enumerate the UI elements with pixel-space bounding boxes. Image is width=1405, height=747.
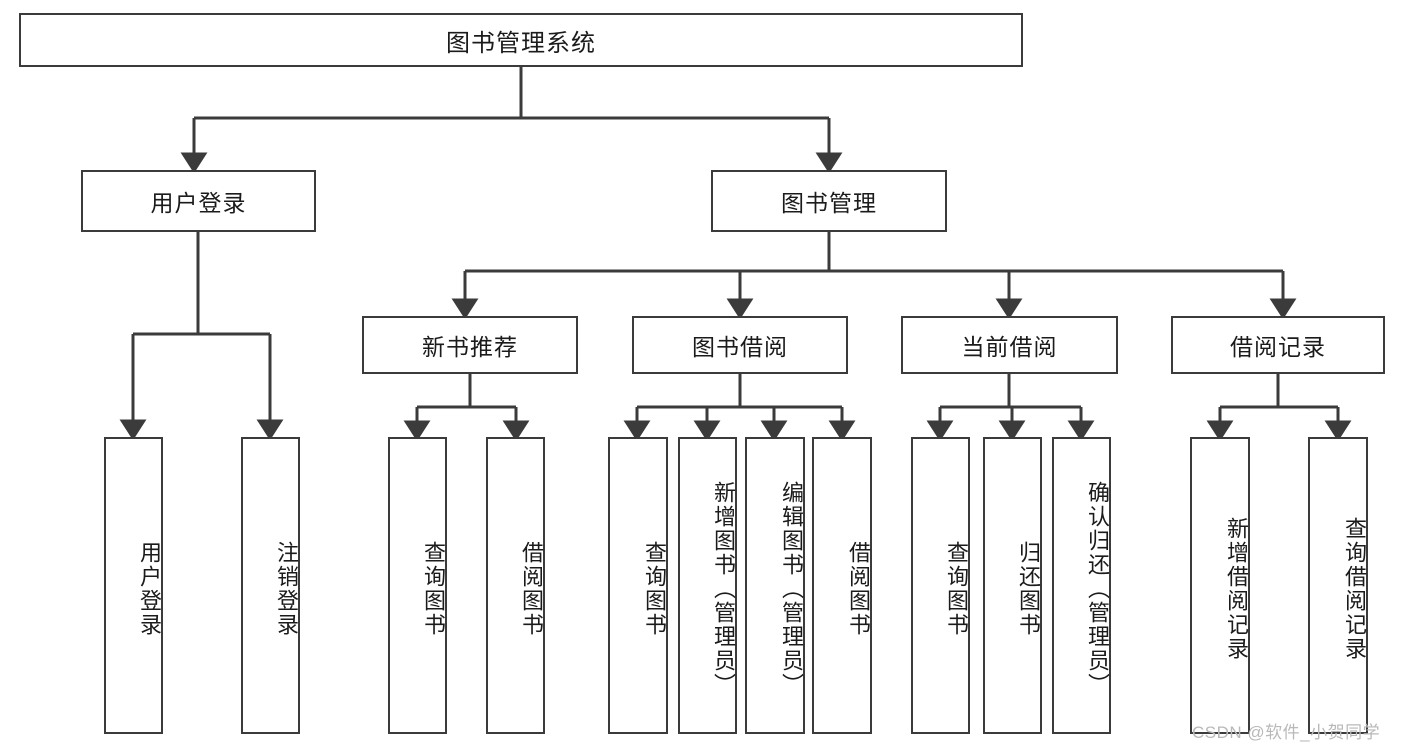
node-borrow-record[interactable]: 借阅记录 [1171, 316, 1385, 374]
node-leaf-label: 查询借阅记录 [1342, 516, 1367, 661]
node-leaf-confirm-return-admin[interactable]: 确认归还（管理员） [1052, 437, 1111, 734]
node-root-label: 图书管理系统 [446, 29, 596, 57]
node-current-borrow-label: 当前借阅 [961, 334, 1058, 360]
node-leaf-label: 借阅图书 [519, 540, 544, 637]
node-book-borrow-label: 图书借阅 [692, 334, 788, 360]
node-leaf-add-borrow-record[interactable]: 新增借阅记录 [1190, 437, 1250, 734]
node-leaf-label: 用户登录 [137, 540, 162, 637]
node-leaf-borrow-book-nbr[interactable]: 借阅图书 [486, 437, 545, 734]
node-borrow-record-label: 借阅记录 [1230, 334, 1326, 360]
node-book-borrow[interactable]: 图书借阅 [632, 316, 848, 374]
node-user-login[interactable]: 用户登录 [81, 170, 316, 232]
node-leaf-borrow-book-bb[interactable]: 借阅图书 [812, 437, 872, 734]
node-leaf-query-book-cb[interactable]: 查询图书 [911, 437, 970, 734]
node-user-login-label: 用户登录 [150, 190, 247, 216]
node-leaf-logout[interactable]: 注销登录 [241, 437, 300, 734]
node-leaf-query-book-bb[interactable]: 查询图书 [608, 437, 668, 734]
node-new-book-recommend[interactable]: 新书推荐 [362, 316, 578, 374]
node-leaf-query-borrow-record[interactable]: 查询借阅记录 [1308, 437, 1368, 734]
node-leaf-edit-book-admin[interactable]: 编辑图书（管理员） [745, 437, 805, 734]
node-leaf-label: 查询图书 [642, 540, 667, 637]
node-new-book-recommend-label: 新书推荐 [422, 334, 518, 360]
node-leaf-user-login[interactable]: 用户登录 [104, 437, 163, 734]
node-current-borrow[interactable]: 当前借阅 [901, 316, 1118, 374]
node-leaf-label: 注销登录 [274, 540, 299, 637]
node-leaf-label: 借阅图书 [846, 540, 871, 637]
csdn-watermark: CSDN @软件_小贺同学 [1192, 723, 1381, 742]
node-leaf-label: 编辑图书（管理员） [779, 480, 804, 697]
node-leaf-label: 查询图书 [421, 540, 446, 637]
node-leaf-label: 新增图书（管理员） [711, 480, 736, 697]
node-leaf-return-book[interactable]: 归还图书 [983, 437, 1042, 734]
node-leaf-label: 归还图书 [1016, 540, 1041, 637]
node-root-system[interactable]: 图书管理系统 [19, 13, 1023, 67]
node-leaf-label: 确认归还（管理员） [1085, 480, 1110, 697]
node-leaf-label: 新增借阅记录 [1224, 516, 1249, 661]
node-book-management-label: 图书管理 [781, 190, 877, 216]
node-leaf-add-book-admin[interactable]: 新增图书（管理员） [678, 437, 737, 734]
node-leaf-label: 查询图书 [944, 540, 969, 637]
node-leaf-query-book-nbr[interactable]: 查询图书 [388, 437, 447, 734]
node-book-management[interactable]: 图书管理 [711, 170, 947, 232]
